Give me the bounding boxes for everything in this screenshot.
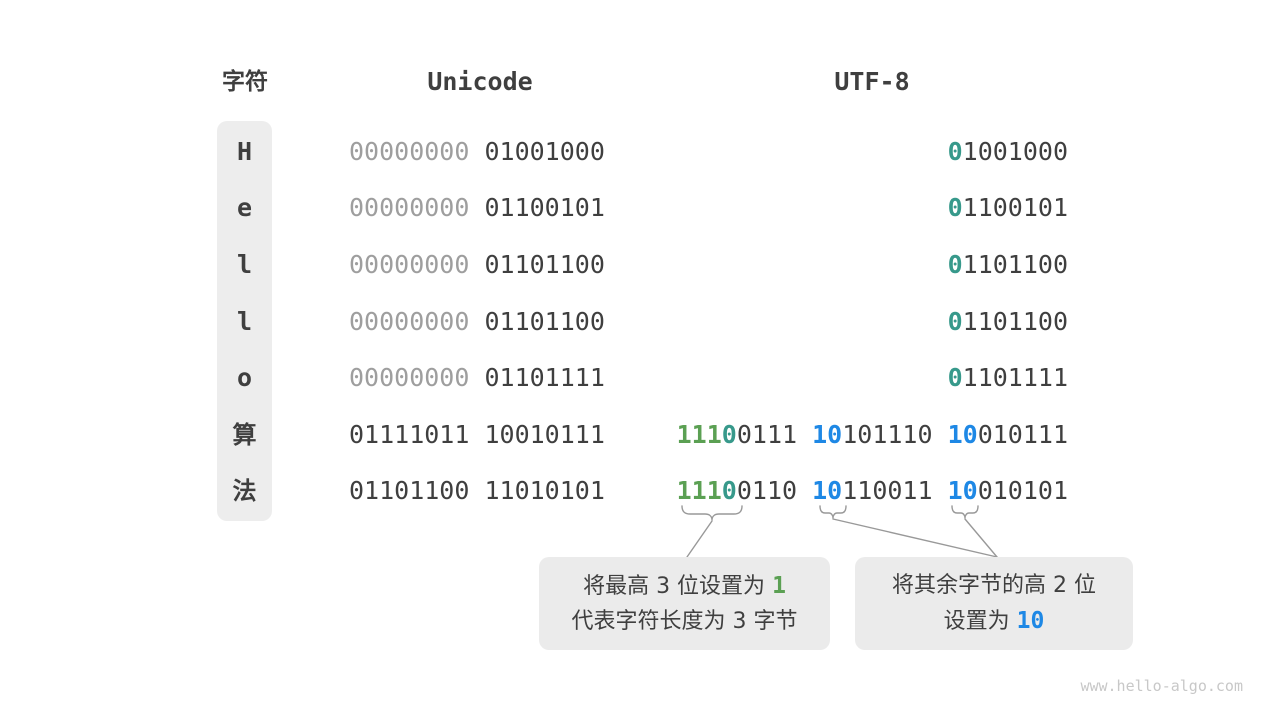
watermark: www.hello-algo.com [1080,677,1243,695]
utf8-payload-bits: 010101 [977,476,1068,505]
column-header-char: 字符 [222,69,268,95]
char-cell-suan: 算 [232,421,257,449]
callout-text: 将其余字节的高 2 位 [892,572,1096,598]
utf8-value-row: 01100101 [468,193,1068,223]
unicode-value-row: 01101100 11010101 [349,476,605,506]
brace-first-byte-prefix [681,505,743,521]
utf8-payload-bits: 1101111 [962,363,1068,392]
char-cell-l1: l [236,250,253,279]
brace-second-byte-prefix [819,505,847,519]
unicode-value-row: 00000000 01101111 [349,363,605,393]
utf8-length-bits: 111 [676,420,722,449]
unicode-bytes: 01101100 11010101 [349,476,605,505]
utf8-prefix-bit: 0 [947,137,963,166]
unicode-value-row: 00000000 01001000 [349,137,605,167]
unicode-byte: 01100101 [484,193,605,222]
utf8-continuation-prefix: 10 [947,420,978,449]
char-cell-o: o [236,363,253,392]
unicode-leading-zeros: 00000000 [349,137,485,166]
utf8-prefix-bit: 0 [947,363,963,392]
callout-high-bits: 将最高 3 位设置为 1 代表字符长度为 3 字节 [539,557,830,650]
utf8-prefix-bit: 0 [947,193,963,222]
utf8-payload-bits: 101110 [842,420,948,449]
utf8-payload-bits: 1100101 [962,193,1068,222]
callout-continuation-bits: 将其余字节的高 2 位 设置为 10 [855,557,1133,650]
utf8-value-row: 01101100 [468,307,1068,337]
utf8-payload-bits: 1101100 [962,307,1068,336]
utf8-continuation-prefix: 10 [812,420,843,449]
utf8-value-row: 11100110 10110011 10010101 [468,476,1068,506]
callout-highlight-one: 1 [772,572,786,599]
callout-line: 将最高 3 位设置为 1 [583,572,786,601]
unicode-byte: 01001000 [484,137,605,166]
callout-line: 设置为 10 [944,607,1045,636]
connector-line-right-callout-a [832,518,998,558]
callout-line: 代表字符长度为 3 字节 [572,608,798,636]
utf8-value-row: 01001000 [468,137,1068,167]
unicode-leading-zeros: 00000000 [349,307,485,336]
utf8-value-row: 11100111 10101110 10010111 [468,420,1068,450]
utf8-terminator-bit: 0 [721,476,737,505]
column-header-utf8: UTF-8 [834,67,910,96]
connector-line-right-callout-b [964,518,998,558]
callout-text: 设置为 [943,608,1017,634]
char-cell-fa: 法 [232,477,257,505]
unicode-byte: 01101100 [484,307,605,336]
unicode-value-row: 01111011 10010111 [349,420,605,450]
utf8-payload-bits: 1101100 [962,250,1068,279]
utf8-prefix-bit: 0 [947,250,963,279]
utf8-terminator-bit: 0 [721,420,737,449]
char-cell-h: H [236,137,253,166]
callout-line: 将其余字节的高 2 位 [892,572,1096,600]
connector-line-left-callout [686,520,713,558]
utf8-value-row: 01101100 [468,250,1068,280]
utf8-continuation-prefix: 10 [812,476,843,505]
unicode-leading-zeros: 00000000 [349,193,485,222]
character-column-background [217,121,272,521]
char-cell-e: e [236,193,253,222]
utf8-continuation-prefix: 10 [947,476,978,505]
brace-third-byte-prefix [951,505,979,519]
callout-text: 代表字符长度为 3 字节 [571,608,798,634]
column-header-unicode: Unicode [427,67,533,96]
unicode-leading-zeros: 00000000 [349,363,485,392]
char-cell-l2: l [236,307,253,336]
callout-text: 将最高 3 位设置为 [583,573,773,599]
utf8-payload-bits: 010111 [977,420,1068,449]
utf8-payload-bits: 110011 [842,476,948,505]
unicode-value-row: 00000000 01101100 [349,307,605,337]
unicode-byte: 01101100 [484,250,605,279]
utf8-payload-bits: 0110 [736,476,813,505]
utf8-length-bits: 111 [676,476,722,505]
unicode-value-row: 00000000 01100101 [349,193,605,223]
callout-highlight-ten: 10 [1016,607,1045,634]
unicode-byte: 01101111 [484,363,605,392]
unicode-value-row: 00000000 01101100 [349,250,605,280]
unicode-leading-zeros: 00000000 [349,250,485,279]
utf8-payload-bits: 1001000 [962,137,1068,166]
utf8-prefix-bit: 0 [947,307,963,336]
unicode-bytes: 01111011 10010111 [349,420,605,449]
utf8-value-row: 01101111 [468,363,1068,393]
utf8-payload-bits: 0111 [736,420,813,449]
